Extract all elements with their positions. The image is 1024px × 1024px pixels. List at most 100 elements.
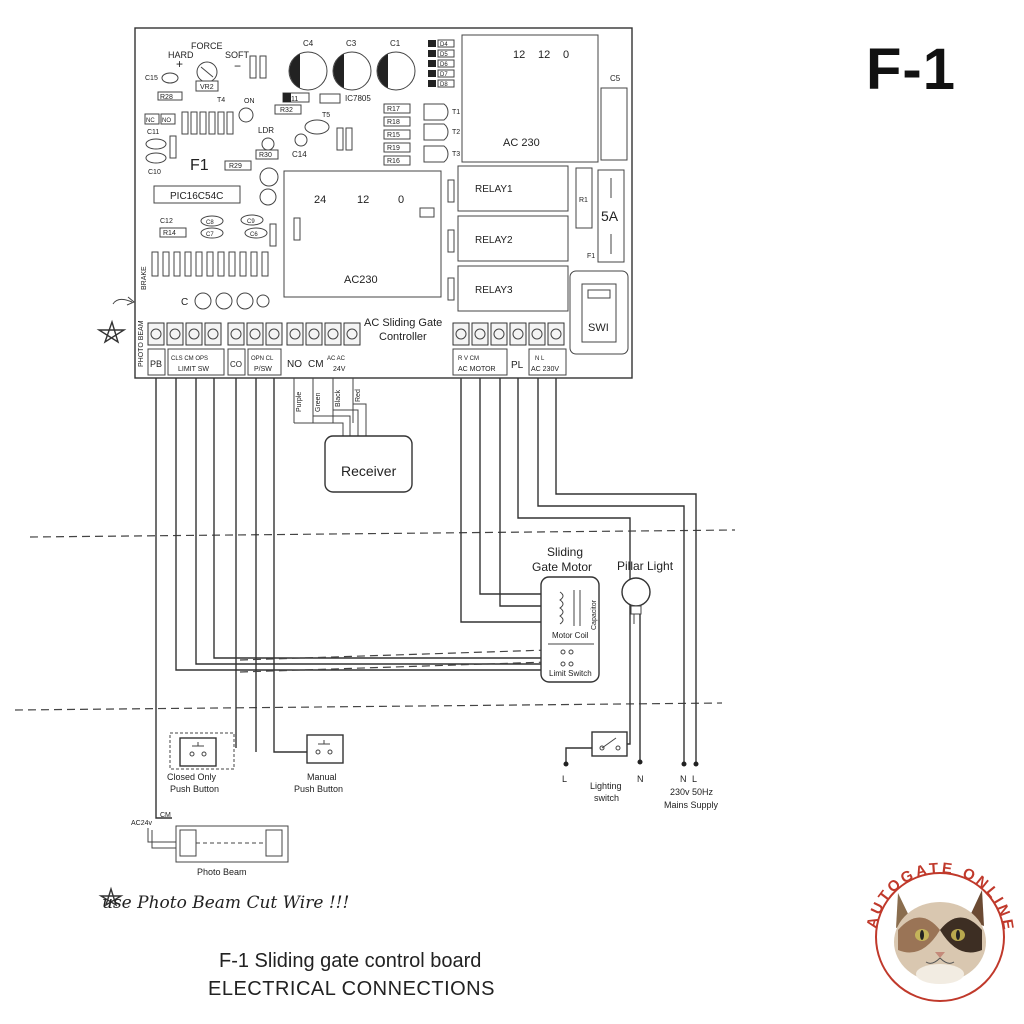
capacitor-c3: C3 [332, 39, 372, 91]
svg-text:PIC16C54C: PIC16C54C [170, 191, 223, 202]
svg-text:D5: D5 [440, 52, 448, 58]
svg-text:D6: D6 [440, 62, 448, 68]
svg-text:AC24v: AC24v [131, 820, 153, 827]
svg-text:12: 12 [513, 49, 525, 61]
svg-text:R17: R17 [387, 106, 400, 113]
svg-text:OPN CL: OPN CL [251, 356, 274, 362]
receiver: Purple Green Black Red Receiver [293, 378, 413, 493]
svg-text:T5: T5 [322, 112, 330, 119]
svg-text:T1: T1 [452, 109, 460, 116]
svg-text:C3: C3 [346, 39, 357, 48]
terminal-cm: CM [308, 359, 324, 370]
svg-text:0: 0 [563, 49, 569, 61]
board-title: AC Sliding Gate [364, 317, 442, 329]
capacitor-c5 [600, 87, 628, 161]
svg-text:N: N [637, 774, 644, 784]
sliding-gate-motor: Sliding Gate Motor Capacitor Motor Coil … [532, 545, 600, 683]
svg-text:NC: NC [146, 118, 155, 124]
svg-text:LDR: LDR [258, 126, 274, 135]
svg-text:CM: CM [160, 812, 171, 819]
svg-text:AC 230: AC 230 [503, 137, 540, 149]
svg-text:R30: R30 [259, 152, 272, 159]
capacitor-label: Capacitor [591, 599, 598, 630]
right-wiring [460, 378, 697, 762]
svg-text:L: L [562, 774, 567, 784]
board-subtitle: Controller [379, 331, 427, 343]
svg-text:0: 0 [398, 194, 404, 206]
svg-text:RELAY1: RELAY1 [475, 184, 513, 195]
page-title: F-1 [866, 37, 956, 102]
resistor-column: R17 R18 R15 R19 R16 [383, 103, 411, 166]
svg-text:F1: F1 [190, 157, 209, 174]
lighting-switch-label: Lighting [590, 781, 622, 791]
mcu-chip: PIC16C54C [153, 185, 241, 204]
fuse-5a: 5A [597, 169, 625, 263]
receiver-label: Receiver [341, 463, 397, 479]
transformer-top: 12 12 0 AC 230 [461, 34, 599, 163]
closed-only-push-button: Closed Only Push Button [167, 732, 235, 794]
svg-text:C14: C14 [292, 150, 307, 159]
mains-supply-label: Mains Supply [664, 800, 719, 810]
svg-text:5A: 5A [601, 208, 619, 224]
svg-text:AC AC: AC AC [327, 356, 346, 362]
svg-text:12: 12 [357, 194, 369, 206]
brake-resistor-bank [151, 251, 269, 277]
photo-beam-label: Photo Beam [197, 867, 247, 877]
manual-push-button: Manual Push Button [294, 734, 344, 794]
photo-beam: AC24v CM Photo Beam [131, 812, 289, 877]
svg-text:NO: NO [162, 118, 171, 124]
svg-text:RELAY2: RELAY2 [475, 235, 513, 246]
svg-text:R19: R19 [387, 145, 400, 152]
caption-title: F-1 Sliding gate control board [219, 950, 482, 972]
control-board: FORCE HARD SOFT + − VR2 C15 R28 T4 C4 C3… [134, 27, 633, 379]
pillar-light: Pillar Light [617, 559, 674, 760]
terminal-co: CO [230, 360, 242, 369]
svg-text:T2: T2 [452, 129, 460, 136]
motor-subtitle: Gate Motor [532, 560, 592, 574]
limit-switch-label: Limit Switch [549, 669, 592, 678]
note-star [98, 886, 124, 907]
terminal-ac-motor: AC MOTOR [458, 366, 496, 373]
svg-text:C9: C9 [247, 219, 255, 225]
terminal-strip-left [147, 322, 361, 346]
motor-coil-label: Motor Coil [552, 631, 589, 640]
diode-array: D4 D5 D6 D7 D8 [428, 39, 455, 88]
svg-text:C6: C6 [250, 232, 258, 238]
svg-text:D7: D7 [440, 72, 448, 78]
separator-line-upper [29, 529, 736, 538]
wire-green-label: Green [315, 392, 322, 412]
svg-text:R29: R29 [229, 163, 242, 170]
cat-face-icon [894, 890, 986, 984]
closed-only-label: Closed Only [167, 772, 217, 782]
svg-text:D11: D11 [286, 96, 298, 103]
separator-line-lower [14, 702, 723, 711]
terminal-pb: PB [150, 359, 162, 369]
caption-subtitle: ELECTRICAL CONNECTIONS [208, 978, 495, 1000]
transformer-center: 24 12 0 AC230 [283, 170, 442, 298]
svg-text:R14: R14 [163, 230, 176, 237]
power-switch[interactable]: SWI [569, 270, 629, 355]
wire-red-label: Red [355, 389, 362, 402]
svg-text:N L: N L [535, 356, 545, 362]
svg-text:C11: C11 [147, 129, 159, 136]
svg-text:CLS CM OPS: CLS CM OPS [171, 356, 208, 362]
terminal-mains: AC 230V [531, 366, 559, 373]
svg-text:R32: R32 [280, 107, 293, 114]
wire-purple-label: Purple [296, 392, 303, 412]
svg-text:AC230: AC230 [344, 274, 378, 286]
svg-text:24: 24 [314, 194, 326, 206]
svg-text:12: 12 [538, 49, 550, 61]
terminal-strip-right [452, 322, 565, 346]
svg-text:C8: C8 [206, 220, 214, 226]
svg-text:D8: D8 [440, 82, 448, 88]
svg-text:IC7805: IC7805 [345, 94, 371, 103]
relay-1: RELAY1 [457, 165, 569, 212]
terminal-limit-sw: LIMIT SW [178, 366, 209, 373]
svg-text:SWI: SWI [588, 322, 609, 334]
svg-text:−: − [234, 59, 241, 73]
svg-text:switch: switch [594, 793, 619, 803]
resistor-r1 [575, 167, 593, 229]
svg-text:+: + [176, 57, 183, 71]
wire-black-label: Black [335, 389, 342, 407]
